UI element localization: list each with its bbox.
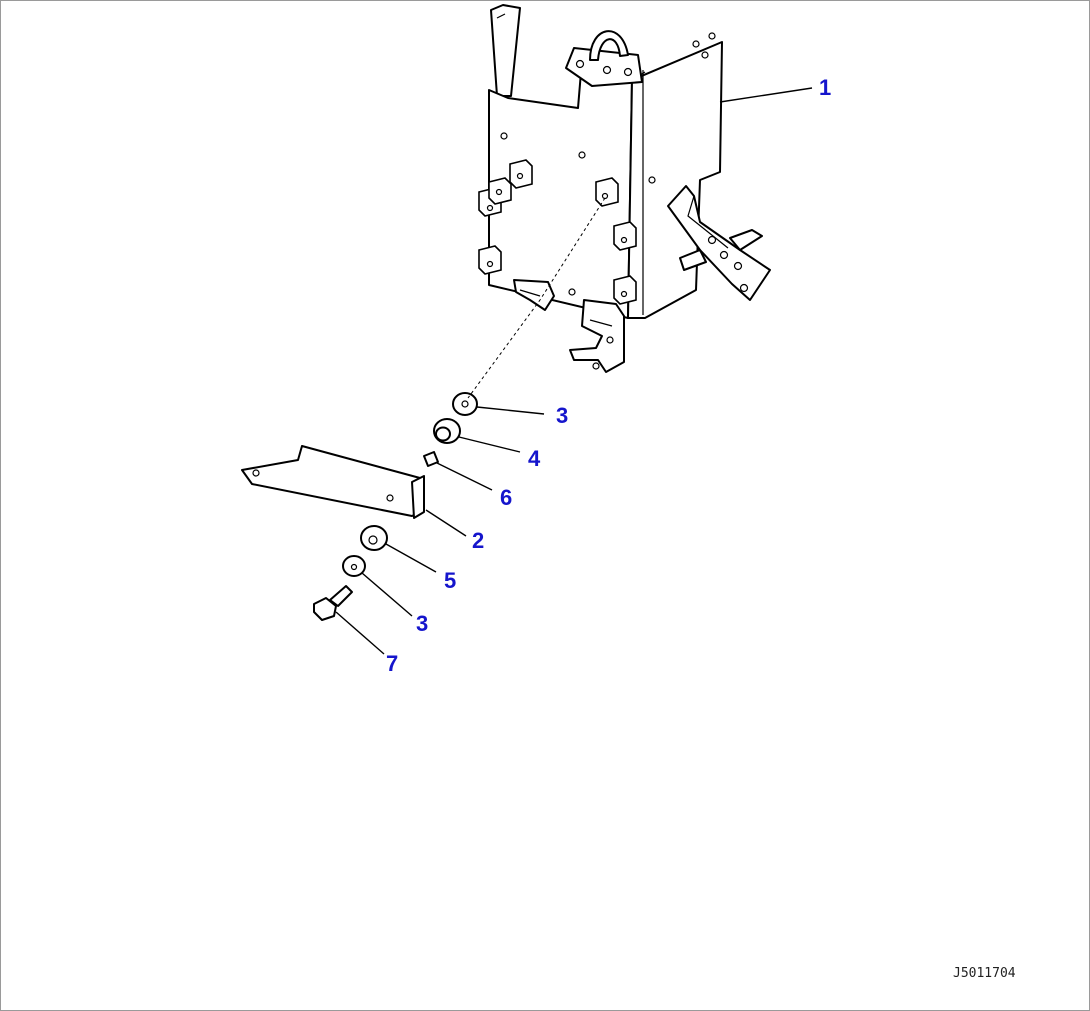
bushing-lower bbox=[360, 525, 388, 551]
nut-blocks bbox=[478, 159, 637, 305]
callout-3b: 3 bbox=[416, 611, 428, 636]
bushing-upper bbox=[433, 418, 461, 444]
assembly-centerline bbox=[467, 197, 606, 399]
callout-5: 5 bbox=[444, 568, 456, 593]
spacer-collar bbox=[423, 451, 439, 467]
callout-2: 2 bbox=[472, 528, 484, 553]
callout-3a: 3 bbox=[556, 403, 568, 428]
main-bracket-assembly bbox=[478, 4, 771, 373]
leader-lines bbox=[335, 87, 813, 655]
callout-6: 6 bbox=[500, 485, 512, 510]
drawing-id: J5011704 bbox=[953, 966, 1016, 981]
callout-7: 7 bbox=[386, 651, 398, 676]
washer-lower bbox=[342, 555, 366, 577]
bolt bbox=[313, 585, 353, 621]
washer-upper bbox=[452, 392, 478, 416]
plate-bracket bbox=[241, 445, 425, 519]
callouts: 1 3 4 6 2 5 3 7 bbox=[386, 75, 831, 676]
callout-1: 1 bbox=[819, 75, 831, 100]
callout-4: 4 bbox=[528, 446, 541, 471]
